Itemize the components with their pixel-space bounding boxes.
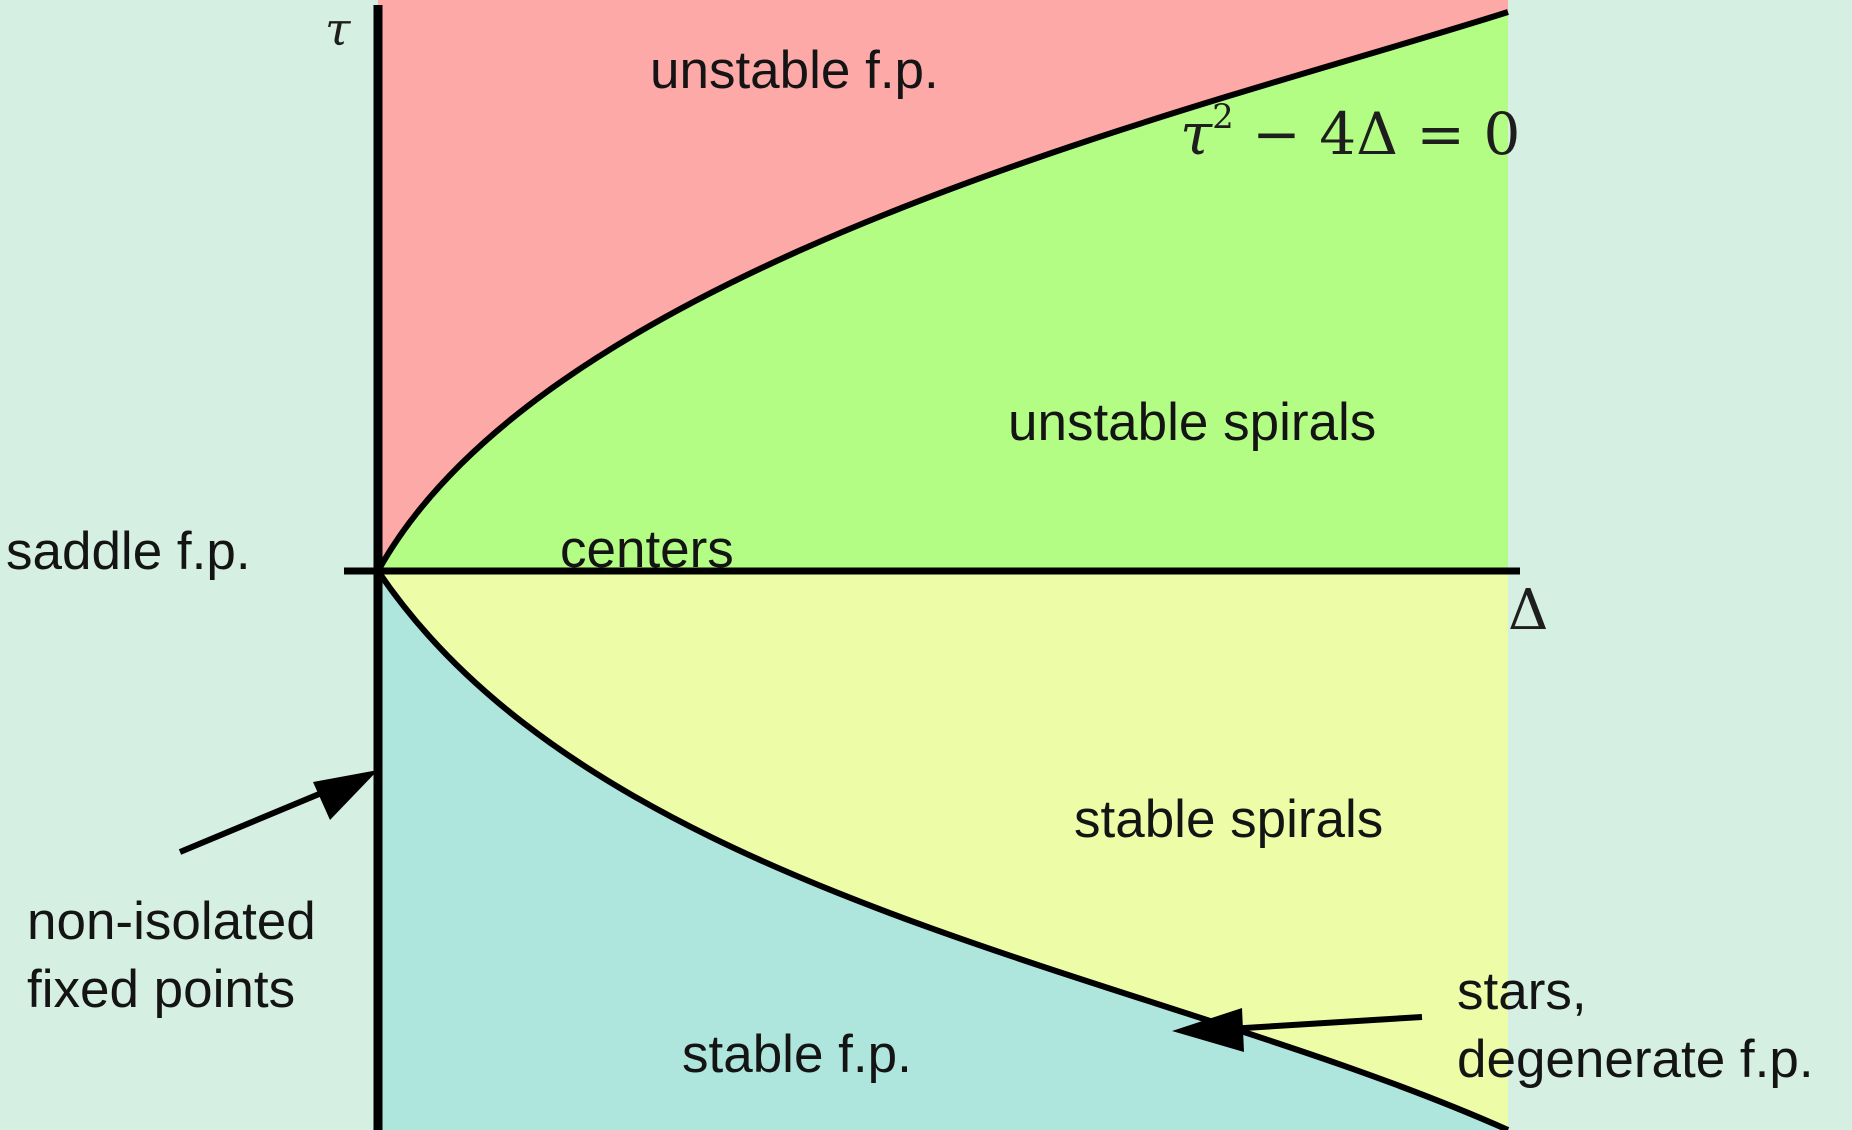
parabola-equation: τ2 − 4Δ = 0 — [1180, 100, 1520, 163]
annotation-non-isolated-line2: fixed points — [27, 959, 296, 1019]
annotation-non-isolated-line1: non-isolated — [27, 892, 316, 951]
stars-arrow-shaft — [1211, 1014, 1423, 1033]
label-stable-fp: stable f.p. — [682, 1025, 912, 1084]
stars-arrow-head — [1172, 1008, 1244, 1052]
annotation-non-isolated-fixed-points: non-isolated fixed points — [27, 888, 316, 1024]
annotation-stars-line1: stars, — [1457, 962, 1587, 1021]
tau-axis-label: τ — [325, 2, 351, 56]
label-unstable-spirals: unstable spirals — [1008, 393, 1377, 452]
annotation-stars-degenerate: stars, degenerate f.p. — [1457, 958, 1814, 1094]
equation-rest: − 4Δ = 0 — [1233, 100, 1521, 168]
equation-exponent: 2 — [1212, 97, 1234, 137]
equation-tau: τ — [1180, 100, 1213, 168]
annotation-stars-line2: degenerate f.p. — [1457, 1029, 1814, 1089]
label-saddle-fp: saddle f.p. — [6, 522, 251, 581]
label-centers: centers — [560, 520, 734, 579]
upper-parabola-branch — [375, 9, 1509, 573]
region-unstable-fp — [378, 0, 1508, 571]
label-stable-spirals: stable spirals — [1074, 790, 1384, 849]
region-stable-fp — [378, 571, 1508, 1130]
label-unstable-fp: unstable f.p. — [650, 41, 939, 100]
delta-axis-label: Δ — [1508, 578, 1549, 643]
non-isolated-arrow-head — [313, 770, 378, 820]
region-stable-spirals — [378, 571, 1508, 1130]
lower-parabola-branch — [375, 569, 1510, 1130]
region-unstable-spirals — [378, 12, 1508, 571]
